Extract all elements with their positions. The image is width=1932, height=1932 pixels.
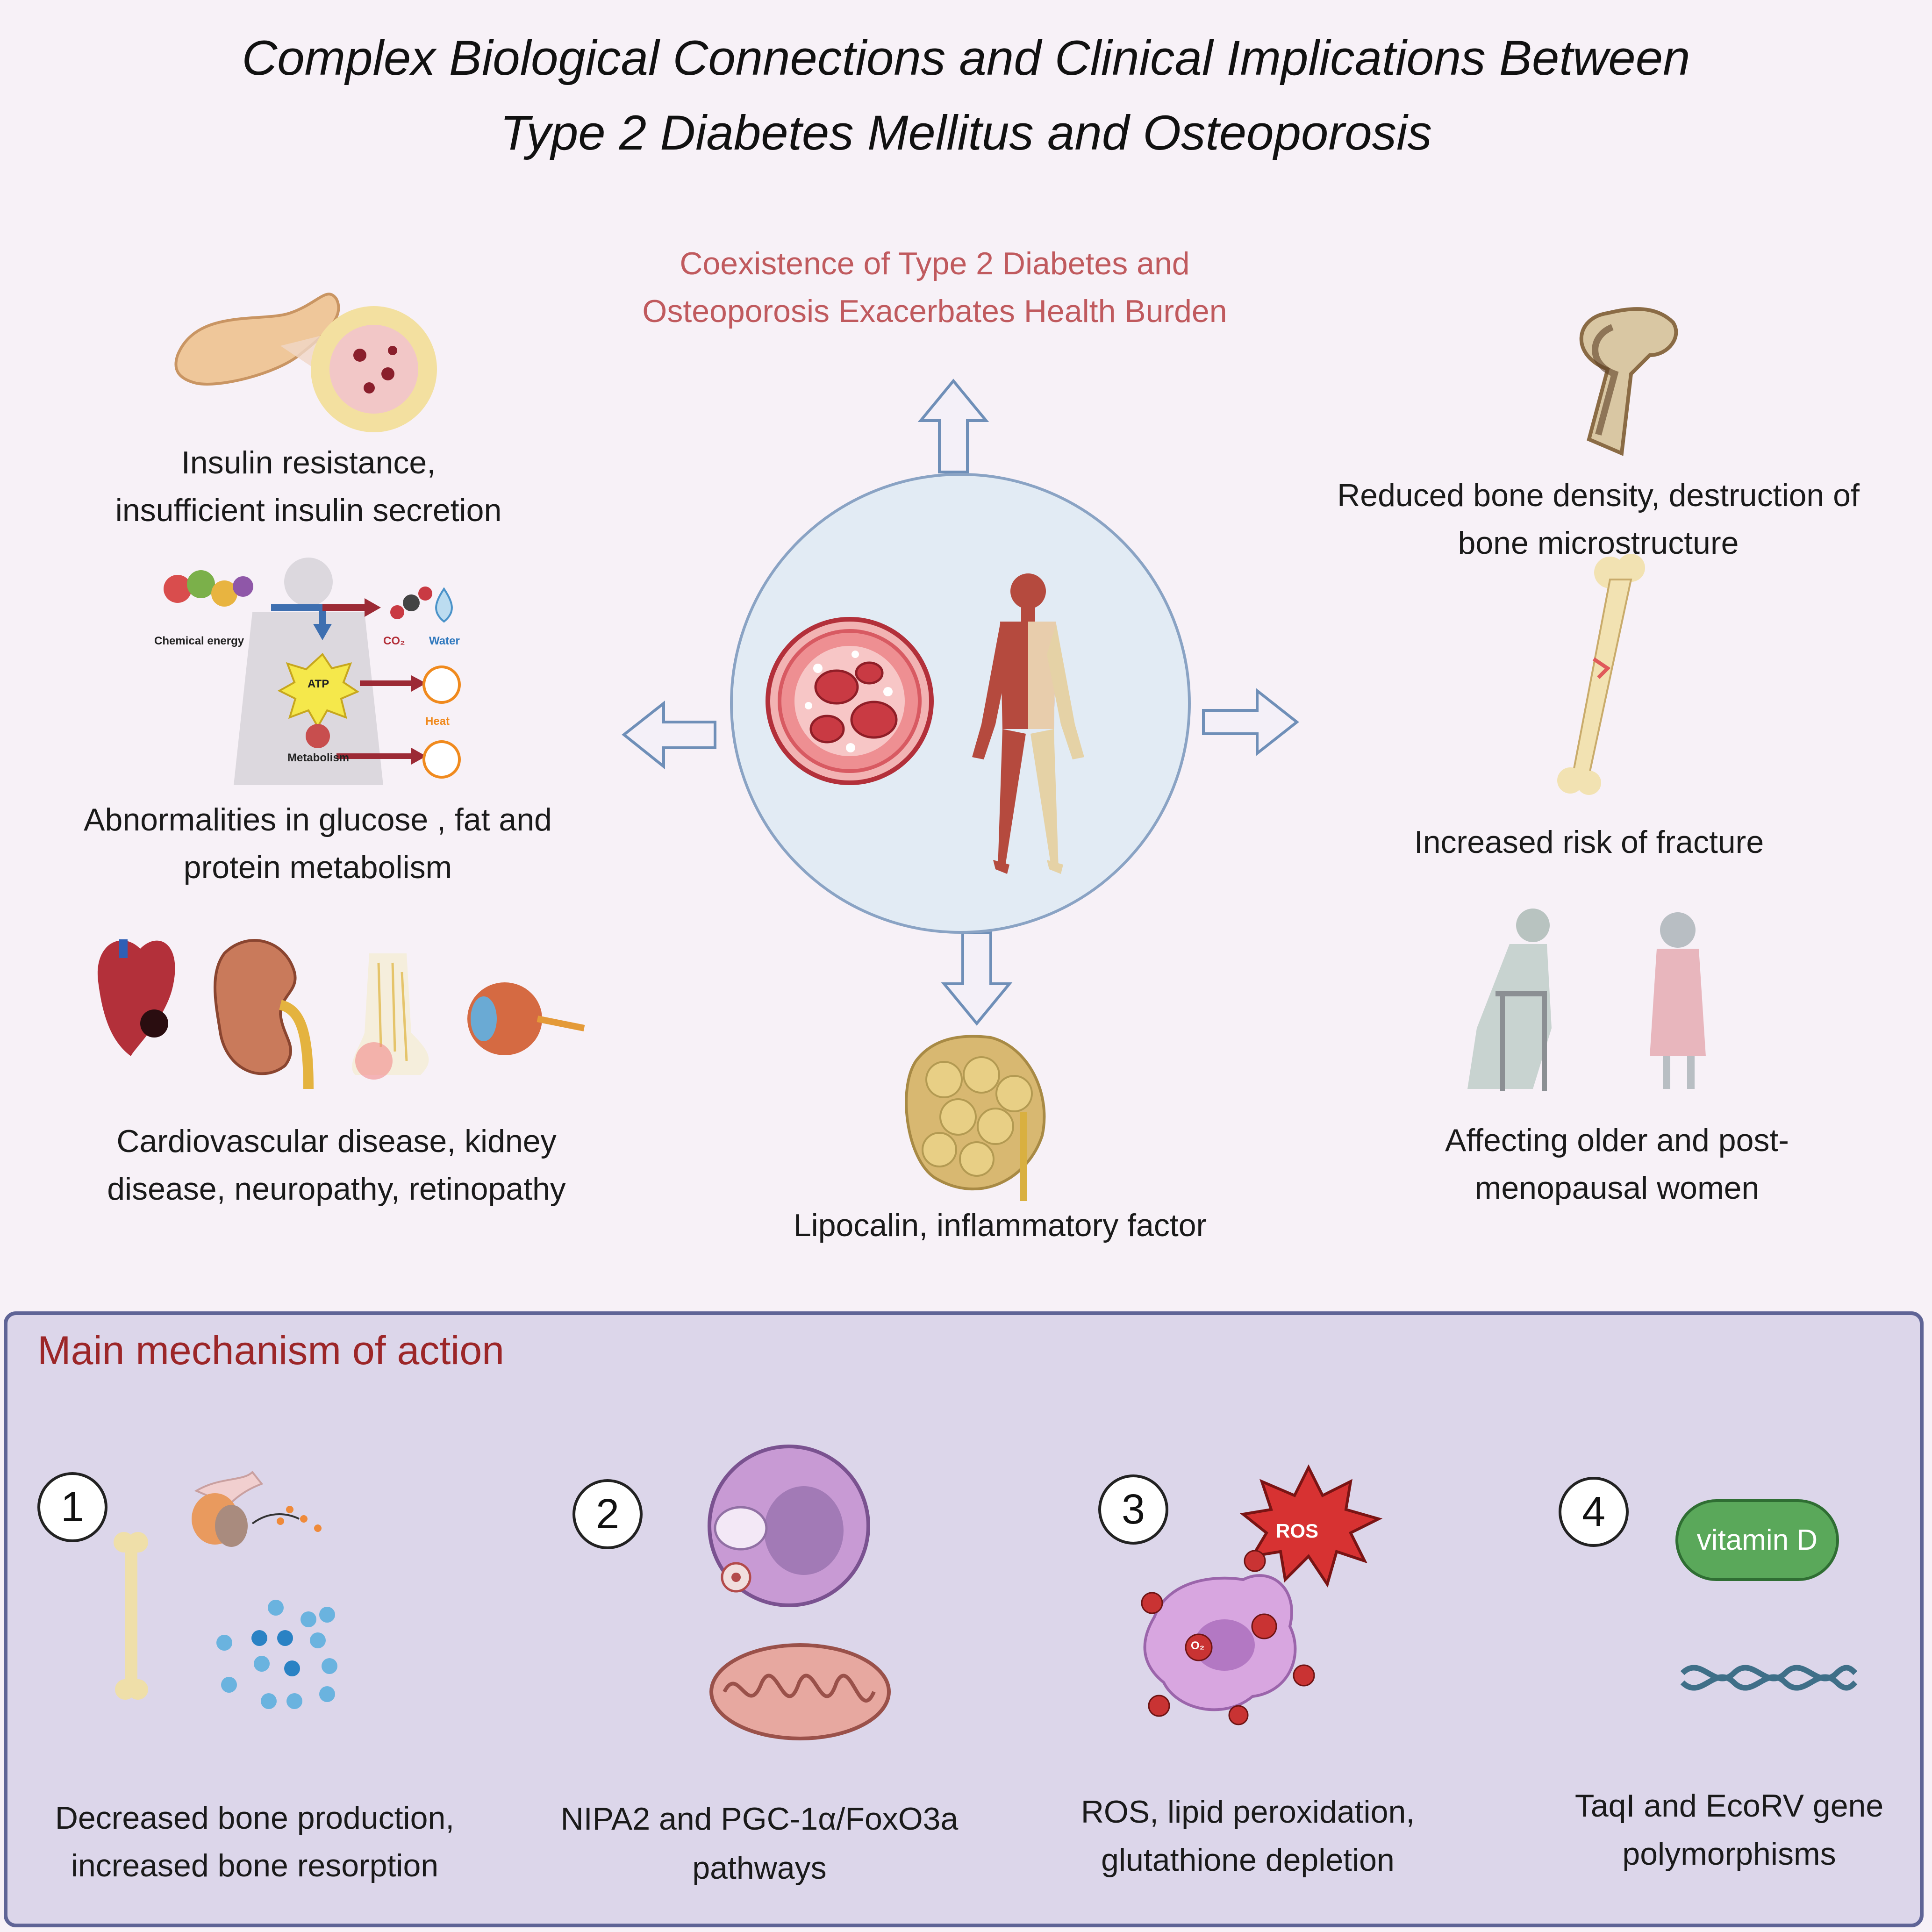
fracture-label: Increased risk of fracture bbox=[1414, 824, 1764, 860]
women-label-line1: Affecting older and post- bbox=[1445, 1123, 1789, 1158]
complications-line1: Cardiovascular disease, kidney bbox=[116, 1123, 557, 1159]
long-bone-icon bbox=[114, 1532, 148, 1700]
atp-label: ATP bbox=[308, 678, 329, 690]
mechanism-2-line1: NIPA2 and PGC-1α/FoxO3a bbox=[560, 1801, 959, 1837]
mechanism-4-line1: TaqI and EcoRV gene bbox=[1574, 1788, 1884, 1824]
mechanism-number-1: 1 bbox=[37, 1472, 107, 1542]
metabolism-label: Metabolism bbox=[287, 751, 350, 764]
elderly-woman-icon bbox=[1650, 912, 1706, 1089]
chemical-energy-label: Chemical energy bbox=[154, 635, 244, 647]
oxygen-radical-icons bbox=[1141, 1550, 1315, 1725]
center-circle bbox=[730, 473, 1191, 934]
coexistence-heading-line2: Osteoporosis Exacerbates Health Burden bbox=[642, 293, 1227, 329]
mechanism-4-line2: polymorphisms bbox=[1622, 1836, 1836, 1872]
cell-icon bbox=[708, 1445, 870, 1607]
heat-icon-2 bbox=[422, 740, 461, 779]
dna-icon bbox=[1680, 1665, 1858, 1691]
ros-label: ROS bbox=[1276, 1520, 1319, 1542]
mechanism-3-line2: glutathione depletion bbox=[1101, 1842, 1395, 1878]
blood-vessel-icon bbox=[766, 617, 934, 785]
minerals-icon bbox=[216, 1600, 337, 1709]
energy-metabolism-icon bbox=[164, 558, 461, 785]
lipocalin-label: Lipocalin, inflammatory factor bbox=[793, 1208, 1207, 1243]
heart-icon bbox=[97, 939, 175, 1056]
women-label-line2: menopausal women bbox=[1474, 1170, 1760, 1206]
co2-label: CO₂ bbox=[383, 635, 405, 647]
pancreas-icon bbox=[174, 293, 437, 432]
adipose-tissue-icon bbox=[905, 1035, 1046, 1201]
co2-icon bbox=[390, 587, 432, 619]
complications-line2: disease, neuropathy, retinopathy bbox=[107, 1171, 566, 1207]
metabolism-abnormality-line2: protein metabolism bbox=[183, 850, 452, 885]
metabolism-abnormality-line1: Abnormalities in glucose , fat and bbox=[84, 802, 552, 837]
pituitary-gland-icon bbox=[192, 1471, 322, 1547]
mitochondria-icon bbox=[709, 1643, 891, 1740]
page-title-line2: Type 2 Diabetes Mellitus and Osteoporosi… bbox=[500, 106, 1432, 160]
o2-label: O₂ bbox=[1191, 1639, 1205, 1652]
arrow-up-icon bbox=[917, 379, 989, 473]
mechanism-number-2: 2 bbox=[572, 1479, 643, 1549]
mechanism-1-line2: increased bone resorption bbox=[71, 1848, 439, 1883]
page-title-line1: Complex Biological Connections and Clini… bbox=[242, 31, 1690, 86]
mechanism-number-3: 3 bbox=[1098, 1474, 1168, 1545]
foot-nerve-icon bbox=[352, 953, 429, 1080]
arrow-right-icon bbox=[1202, 687, 1299, 757]
bone-density-line1: Reduced bone density, destruction of bbox=[1337, 478, 1860, 513]
femur-bone-density-icon bbox=[1579, 307, 1678, 456]
oxidized-cell-icon bbox=[1143, 1574, 1297, 1711]
eye-icon bbox=[467, 982, 585, 1055]
bone-density-line2: bone microstructure bbox=[1458, 525, 1739, 561]
mechanism-1-line1: Decreased bone production, bbox=[55, 1800, 455, 1836]
heat-icon bbox=[422, 665, 461, 704]
fractured-bone-icon bbox=[1557, 554, 1645, 795]
food-icon bbox=[164, 570, 253, 607]
heat-label: Heat bbox=[425, 715, 450, 728]
elderly-man-walker-icon bbox=[1467, 909, 1552, 1091]
water-drop-icon bbox=[435, 587, 453, 623]
mechanism-title: Main mechanism of action bbox=[37, 1328, 504, 1373]
mechanism-2-line2: pathways bbox=[692, 1850, 827, 1886]
kidney-icon bbox=[214, 939, 314, 1089]
human-anatomy-icon bbox=[972, 573, 1084, 874]
insulin-label-line1: Insulin resistance, bbox=[181, 445, 436, 480]
arrow-left-icon bbox=[622, 700, 716, 770]
arrow-down-icon bbox=[941, 931, 1013, 1026]
mechanism-3-line1: ROS, lipid peroxidation, bbox=[1080, 1794, 1415, 1830]
water-label: Water bbox=[429, 635, 460, 647]
ros-burst-icon bbox=[1239, 1464, 1383, 1588]
vitamin-d-badge: vitamin D bbox=[1675, 1499, 1839, 1581]
mechanism-number-4: 4 bbox=[1559, 1477, 1629, 1547]
coexistence-heading-line1: Coexistence of Type 2 Diabetes and bbox=[680, 246, 1190, 281]
insulin-label-line2: insufficient insulin secretion bbox=[115, 493, 502, 528]
